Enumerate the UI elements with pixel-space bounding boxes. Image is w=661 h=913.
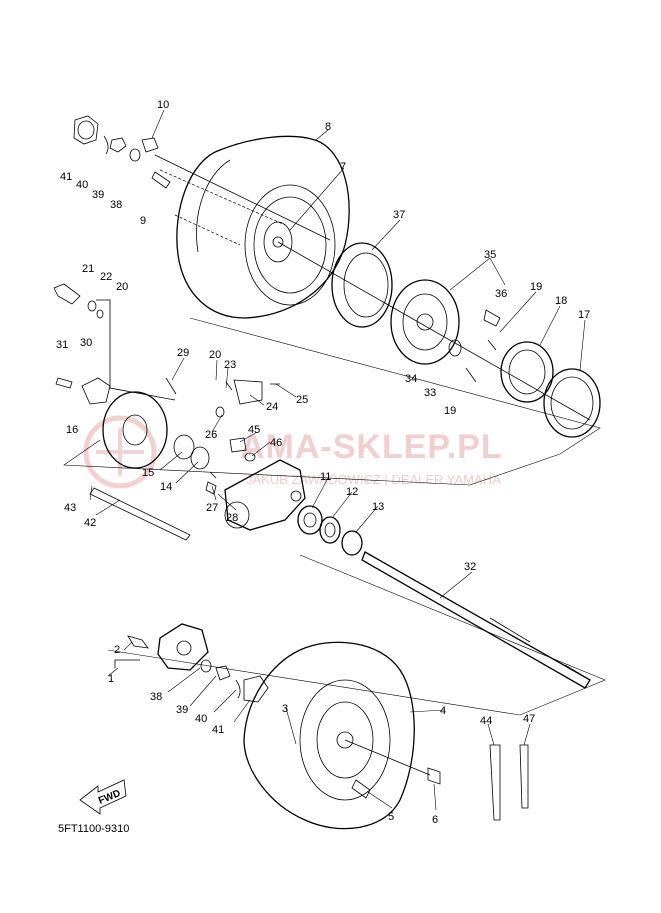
brake-assembly [331, 242, 601, 438]
part-label-6[interactable]: 6 [432, 814, 438, 826]
part-label-22[interactable]: 22 [100, 271, 112, 283]
part-label-9[interactable]: 9 [140, 215, 146, 227]
part-label-30[interactable]: 30 [80, 337, 92, 349]
part-label-16[interactable]: 16 [66, 424, 78, 436]
part-label-42[interactable]: 42 [84, 517, 96, 529]
axle-shaft [361, 551, 591, 689]
part-label-20-left[interactable]: 20 [116, 281, 128, 293]
rear-assembly-frame [63, 317, 601, 486]
part-label-25[interactable]: 25 [296, 394, 308, 406]
part-label-29[interactable]: 29 [177, 347, 189, 359]
front-assembly-frame [107, 554, 606, 716]
part-label-14[interactable]: 14 [160, 481, 172, 493]
part-label-4[interactable]: 4 [440, 705, 446, 717]
diagram-code: 5FT1100-9310 [58, 823, 129, 835]
upper-tire [154, 135, 591, 421]
part-label-28[interactable]: 28 [226, 512, 238, 524]
part-label-32[interactable]: 32 [464, 561, 476, 573]
hub-parts-middle [215, 379, 280, 462]
part-label-41-top[interactable]: 41 [60, 171, 72, 183]
leader-lines [89, 109, 586, 811]
part-label-21[interactable]: 21 [82, 263, 94, 275]
part-label-40-top[interactable]: 40 [76, 179, 88, 191]
cable-ties [489, 744, 529, 821]
part-label-12[interactable]: 12 [346, 486, 358, 498]
part-label-44[interactable]: 44 [480, 715, 492, 727]
part-label-1[interactable]: 1 [108, 673, 114, 685]
axle-carrier [205, 459, 306, 531]
part-label-35[interactable]: 35 [484, 249, 496, 261]
part-label-24[interactable]: 24 [266, 401, 278, 413]
part-label-10[interactable]: 10 [157, 99, 169, 111]
upper-axle-hardware [73, 115, 171, 189]
part-label-3[interactable]: 3 [282, 703, 288, 715]
bearings [297, 505, 363, 556]
part-label-38-top[interactable]: 38 [110, 199, 122, 211]
part-label-43[interactable]: 43 [64, 502, 76, 514]
part-label-33[interactable]: 33 [424, 387, 436, 399]
forward-arrow: FWD [79, 779, 127, 815]
part-label-13[interactable]: 13 [372, 501, 384, 513]
part-label-11[interactable]: 11 [320, 471, 331, 483]
part-label-46[interactable]: 46 [270, 437, 282, 449]
part-label-17[interactable]: 17 [578, 309, 590, 321]
hub-parts-left [53, 283, 210, 541]
watermark-main-text: AMA-SKLEP.PL [240, 428, 503, 466]
part-label-47[interactable]: 47 [523, 713, 535, 725]
assembly-frames [63, 317, 606, 716]
part-label-36[interactable]: 36 [495, 288, 507, 300]
part-label-41-bottom[interactable]: 41 [212, 724, 224, 736]
part-label-38-bottom[interactable]: 38 [150, 691, 162, 703]
part-label-34[interactable]: 34 [405, 373, 417, 385]
part-label-31[interactable]: 31 [56, 339, 68, 351]
part-label-23[interactable]: 23 [224, 359, 236, 371]
part-label-5[interactable]: 5 [388, 811, 394, 823]
part-label-8[interactable]: 8 [325, 121, 331, 133]
part-label-15[interactable]: 15 [142, 467, 154, 479]
part-label-40-bottom[interactable]: 40 [195, 713, 207, 725]
part-label-45[interactable]: 45 [248, 424, 260, 436]
lower-hub-parts [114, 623, 269, 703]
part-label-37[interactable]: 37 [393, 209, 405, 221]
part-labels: 1 2 3 4 5 6 7 8 9 10 11 12 13 14 15 16 1… [56, 99, 590, 826]
part-label-19-bottom[interactable]: 19 [444, 405, 456, 417]
part-label-7[interactable]: 7 [340, 161, 346, 173]
part-label-2[interactable]: 2 [114, 644, 120, 656]
lower-wheel [243, 641, 441, 830]
part-label-26[interactable]: 26 [205, 429, 217, 441]
part-label-18[interactable]: 18 [555, 295, 567, 307]
part-label-39-top[interactable]: 39 [92, 189, 104, 201]
part-label-20-middle[interactable]: 20 [209, 349, 221, 361]
part-label-27[interactable]: 27 [206, 502, 218, 514]
part-label-39-bottom[interactable]: 39 [176, 704, 188, 716]
part-label-19-top[interactable]: 19 [530, 281, 542, 293]
watermark: AMA-SKLEP.PL JAKUB ZAWADOWICZ | DEALER Y… [83, 415, 503, 489]
